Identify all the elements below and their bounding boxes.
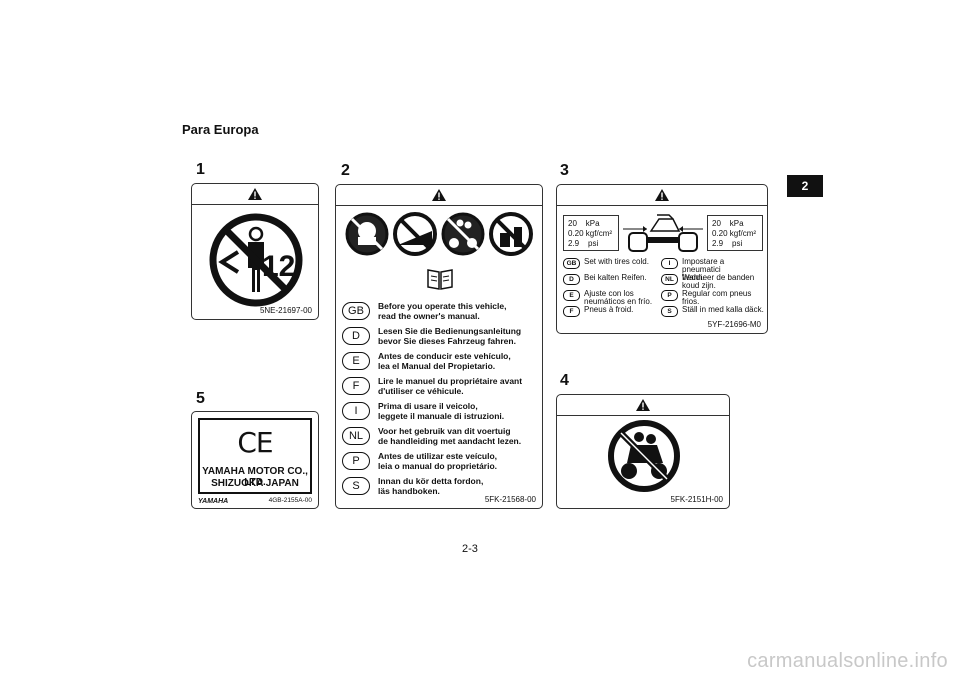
language-badge: P xyxy=(342,452,370,470)
language-badge: E xyxy=(563,290,580,301)
tire-note-text: Set with tires cold. xyxy=(584,257,649,266)
label-3: 20 kPa 0.20 kgf/cm² 2.9 psi 20 kPa 0.20 … xyxy=(556,184,768,334)
language-badge: F xyxy=(563,306,580,317)
language-text: Antes de utilizar este veículo,leia o ma… xyxy=(378,451,498,471)
prohibition-pictograms xyxy=(345,212,533,256)
no-passenger-icon xyxy=(608,420,680,492)
language-badge: I xyxy=(342,402,370,420)
label-5: CE YAMAHA MOTOR CO., LTD. SHIZUOKA JAPAN… xyxy=(191,411,319,509)
label-4: 5FK-2151H-00 xyxy=(556,394,730,509)
language-badge: F xyxy=(342,377,370,395)
no-under-12-icon: 12 xyxy=(209,213,303,307)
label-1: 12 5NE-21697-00 xyxy=(191,183,319,320)
label-4-number: 4 xyxy=(560,372,569,389)
no-drinking-icon xyxy=(489,212,533,256)
language-text: Antes de conducir este vehículo,lea el M… xyxy=(378,351,511,371)
atv-tires-icon xyxy=(623,214,703,252)
warning-triangle-icon xyxy=(655,189,669,201)
watermark: carmanualsonline.info xyxy=(747,650,948,672)
label-2: GB Before you operate this vehicle,read t… xyxy=(335,184,543,509)
language-text: Prima di usare il veicolo,leggete il man… xyxy=(378,401,505,421)
language-badge: NL xyxy=(661,274,678,285)
language-badge: NL xyxy=(342,427,370,445)
language-row: I Prima di usare il veicolo,leggete il ma… xyxy=(342,401,538,421)
language-text: Innan du kör detta fordon,läs handboken. xyxy=(378,476,484,496)
language-row: E Antes de conducir este vehículo,lea el … xyxy=(342,351,538,371)
tire-pressure-left: 20 kPa 0.20 kgf/cm² 2.9 psi xyxy=(563,215,619,251)
no-passenger-icon xyxy=(441,212,485,256)
ce-plate: CE YAMAHA MOTOR CO., LTD. SHIZUOKA JAPAN xyxy=(198,418,312,494)
tire-note-text: Pneus à froid. xyxy=(584,305,634,314)
age-limit-text: 12 xyxy=(262,250,295,283)
maker-line-1: YAMAHA MOTOR CO., LTD. xyxy=(202,466,308,488)
language-badge: GB xyxy=(342,302,370,320)
tire-note-row: GB Set with tires cold. xyxy=(563,258,659,269)
warning-triangle-icon xyxy=(432,189,446,201)
language-badge: GB xyxy=(563,258,580,269)
ce-mark: CE xyxy=(237,426,273,459)
language-badge: S xyxy=(661,306,678,317)
tire-note-row: F Pneus à froid. xyxy=(563,306,659,317)
label-2-code: 5FK-21568-00 xyxy=(484,495,536,504)
yamaha-logo: YAMAHA xyxy=(198,498,229,505)
book-icon xyxy=(427,269,453,290)
chapter-tab: 2 xyxy=(787,175,823,197)
label-3-number: 3 xyxy=(560,162,569,179)
tire-note-text: Ställ in med kalla däck. xyxy=(682,305,764,314)
label-1-number: 1 xyxy=(196,161,205,178)
tire-note-text: Bei kalten Reifen. xyxy=(584,273,647,282)
no-paved-surface-icon xyxy=(393,212,437,256)
tire-note-row: S Ställ in med kalla däck. xyxy=(661,306,765,317)
page-heading: Para Europa xyxy=(182,122,259,137)
tire-note-row: D Bei kalten Reifen. xyxy=(563,274,659,285)
label-3-code: 5YF-21696-M0 xyxy=(707,320,761,329)
warning-triangle-icon xyxy=(248,188,262,200)
language-badge: D xyxy=(563,274,580,285)
language-badge: D xyxy=(342,327,370,345)
language-text: Before you operate this vehicle,read the… xyxy=(378,301,507,321)
language-row: P Antes de utilizar este veículo,leia o m… xyxy=(342,451,538,471)
language-badge: S xyxy=(342,477,370,495)
warning-bar xyxy=(557,395,729,416)
language-row: S Innan du kör detta fordon,läs handboken… xyxy=(342,476,538,496)
label-4-code: 5FK-2151H-00 xyxy=(670,495,723,504)
warning-triangle-icon xyxy=(636,399,650,411)
warning-bar xyxy=(557,185,767,206)
language-badge: I xyxy=(661,258,678,269)
label-1-code: 5NE-21697-00 xyxy=(259,306,312,315)
language-badge: E xyxy=(342,352,370,370)
label-5-code: 4GB-2155A-00 xyxy=(268,497,312,504)
language-badge: P xyxy=(661,290,678,301)
language-row: GB Before you operate this vehicle,read t… xyxy=(342,301,538,321)
maker-line-2: SHIZUOKA JAPAN xyxy=(211,478,299,489)
page-number: 2-3 xyxy=(462,543,478,555)
tire-pressure-right: 20 kPa 0.20 kgf/cm² 2.9 psi xyxy=(707,215,763,251)
no-helmetless-riding-icon xyxy=(345,212,389,256)
warning-bar xyxy=(336,185,542,206)
label-5-number: 5 xyxy=(196,390,205,407)
warning-bar xyxy=(192,184,318,205)
label-2-number: 2 xyxy=(341,162,350,179)
